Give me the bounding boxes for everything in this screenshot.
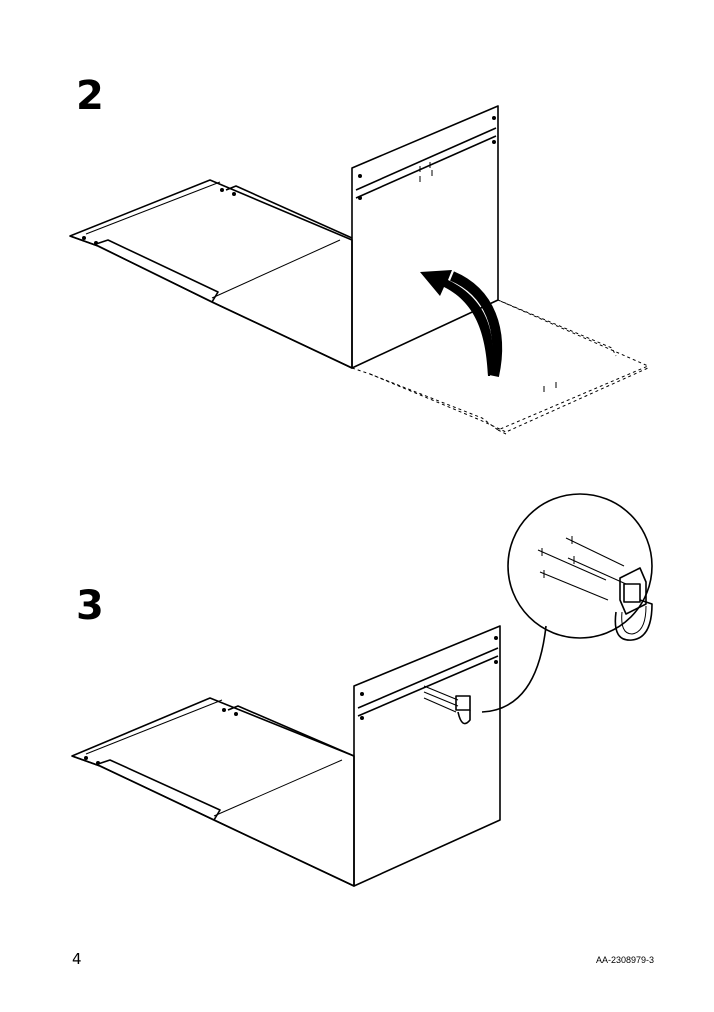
step3-illustration xyxy=(71,493,653,887)
bracket-icon xyxy=(614,567,653,641)
detail-callout xyxy=(481,493,653,713)
document-code: AA-2308979-3 xyxy=(595,955,654,965)
base-panel xyxy=(69,179,353,369)
page-number: 4 xyxy=(72,950,82,968)
side-panel xyxy=(351,105,499,369)
dashed-outline xyxy=(351,299,650,435)
base-panel-step3 xyxy=(71,697,355,887)
side-panel-step3 xyxy=(353,625,501,887)
step-number-3: 3 xyxy=(76,583,104,629)
step2-illustration xyxy=(69,105,650,435)
rotate-arrow-icon xyxy=(420,270,503,378)
step-number-2: 2 xyxy=(76,73,104,119)
